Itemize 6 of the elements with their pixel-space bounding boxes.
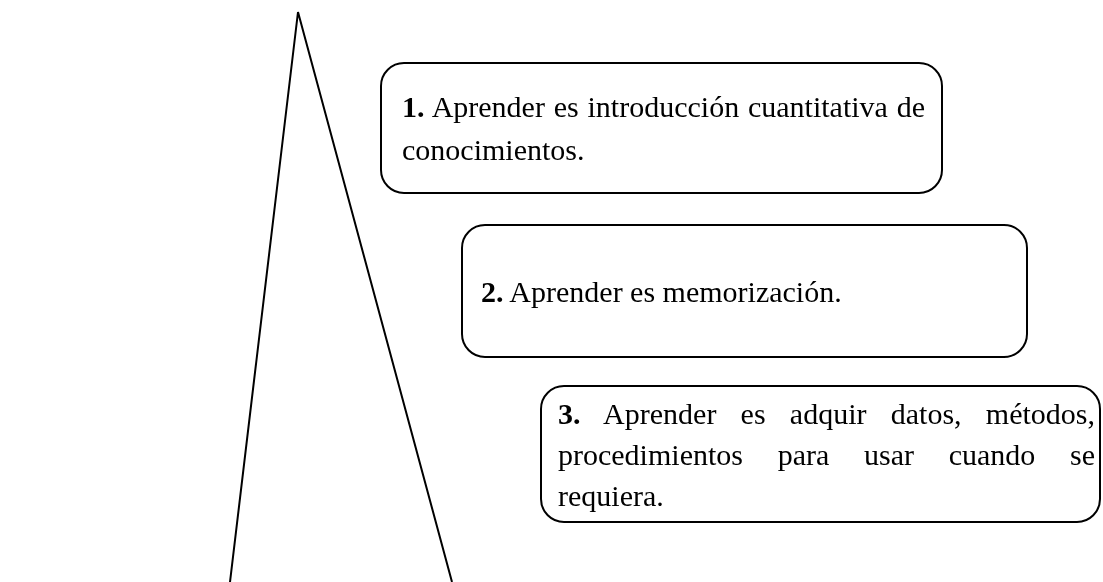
statement-box xyxy=(380,62,943,194)
statement-box xyxy=(540,385,1101,523)
statement-box xyxy=(461,224,1028,358)
statement-text: 3. Aprender es adquir datos, métodos, procedimientos para usar cuando se requiera. xyxy=(558,395,1095,514)
statement-text: 2. Aprender es memorización. xyxy=(481,273,843,310)
statement-text: 1. Aprender es introducción cuantitativa de conocimientos. xyxy=(402,89,925,168)
